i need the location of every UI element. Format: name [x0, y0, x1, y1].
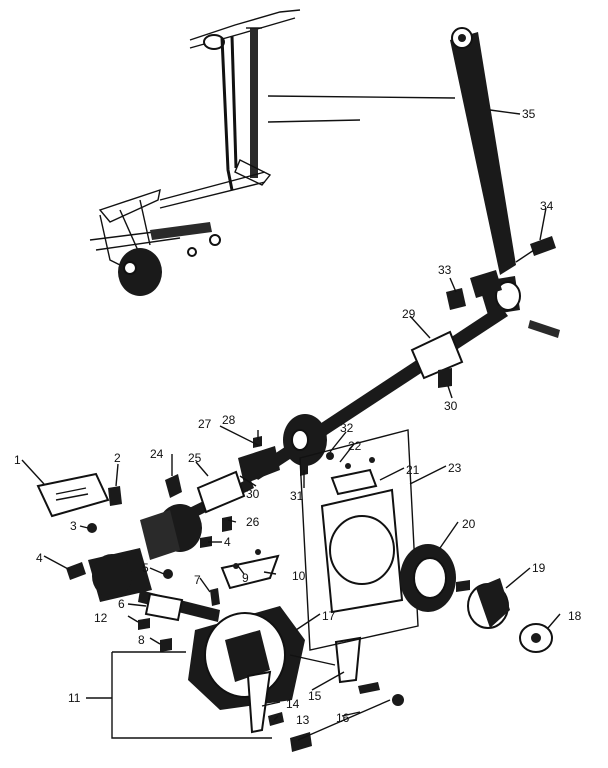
callout-8: 8 [138, 633, 145, 647]
callout-21: 21 [406, 463, 420, 477]
callout-34: 34 [540, 199, 554, 213]
part-11-bracket [86, 651, 272, 739]
callout-33: 33 [438, 263, 452, 277]
callout-labels: 1 2 3 4 4 5 6 7 8 9 10 11 12 13 14 15 16… [14, 107, 582, 727]
callout-6: 6 [118, 597, 125, 611]
callout-26: 26 [246, 515, 260, 529]
callout-35: 35 [522, 107, 536, 121]
callout-2: 2 [114, 451, 121, 465]
callout-10: 10 [292, 569, 306, 583]
callout-28: 28 [222, 413, 236, 427]
callout-13: 13 [296, 713, 310, 727]
hook-parts [400, 544, 553, 653]
drive-gear [238, 414, 327, 484]
callout-4-upper: 4 [224, 535, 231, 549]
callout-18: 18 [568, 609, 582, 623]
callout-24: 24 [150, 447, 164, 461]
callout-30-lower: 30 [444, 399, 458, 413]
callout-7: 7 [194, 573, 201, 587]
callout-19: 19 [532, 561, 546, 575]
callout-30-upper: 30 [246, 487, 260, 501]
callout-25: 25 [188, 451, 202, 465]
part-1-plate [36, 472, 122, 533]
callout-22: 22 [348, 439, 362, 453]
leader-lines [21, 109, 561, 721]
upper-frame-assembly [89, 9, 301, 296]
callout-31: 31 [290, 489, 304, 503]
callout-23: 23 [448, 461, 462, 475]
callout-9: 9 [242, 571, 249, 585]
callout-27: 27 [198, 417, 212, 431]
crank-joint [446, 270, 560, 338]
callout-16: 16 [336, 711, 350, 725]
callout-3: 3 [70, 519, 77, 533]
callout-11: 11 [68, 691, 81, 705]
hook-drive-shaft [140, 470, 254, 560]
callout-32: 32 [340, 421, 354, 435]
callout-4-lower: 4 [36, 551, 43, 565]
part-35-link-rod [267, 27, 516, 275]
callout-5: 5 [142, 561, 149, 575]
part-23-plate [299, 429, 419, 651]
callout-17: 17 [322, 609, 336, 623]
callout-29: 29 [402, 307, 416, 321]
part-10-bracket [220, 549, 280, 590]
part-34-screw [515, 236, 556, 263]
callout-12: 12 [94, 611, 108, 625]
callout-1: 1 [14, 453, 21, 467]
callout-14: 14 [286, 697, 300, 711]
callout-20: 20 [462, 517, 476, 531]
callout-15: 15 [308, 689, 322, 703]
lower-small-parts [246, 636, 404, 752]
lower-gear-shaft [66, 548, 220, 652]
